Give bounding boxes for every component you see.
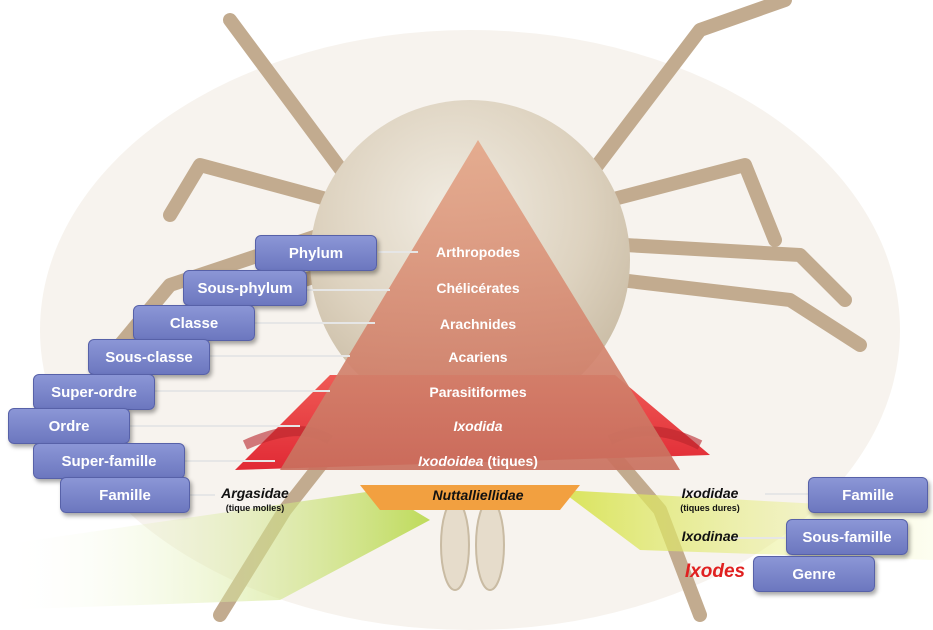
- taxon-arthropodes: Arthropodes: [436, 244, 520, 260]
- rank-sous-famille: Sous-famille: [786, 519, 908, 555]
- ixodidae-note: (tiques dures): [680, 503, 740, 513]
- rank-super-famille: Super-famille: [33, 443, 185, 479]
- taxon-ixodes: Ixodes: [684, 561, 746, 582]
- taxon-nuttalliellidae: Nuttalliellidae: [432, 487, 524, 503]
- rank-sous-phylum: Sous-phylum: [183, 270, 307, 306]
- taxon-ixodidae: Ixodidae: [681, 485, 739, 501]
- rank-classe: Classe: [133, 305, 255, 341]
- tick-mouthparts: [440, 499, 505, 591]
- taxon-chelicerates: Chélicérates: [436, 280, 520, 296]
- rank-famille-left: Famille: [60, 477, 190, 513]
- taxon-ixodoidea-suffix: (tiques): [483, 453, 538, 469]
- rank-genre: Genre: [753, 556, 875, 592]
- connector-lines: [130, 251, 808, 539]
- central-pyramid: [280, 140, 680, 470]
- taxon-acariens: Acariens: [448, 349, 508, 365]
- taxon-parasitiformes: Parasitiformes: [429, 384, 527, 400]
- rank-famille-right: Famille: [808, 477, 928, 513]
- rank-sous-classe: Sous-classe: [88, 339, 210, 375]
- taxon-ixodoidea-name: Ixodoidea: [418, 453, 484, 469]
- taxon-ixodoidea: Ixodoidea (tiques): [398, 453, 558, 469]
- argasidae-note: (tique molles): [225, 503, 285, 513]
- taxon-ixodinae: Ixodinae: [681, 528, 739, 544]
- nuttalliellidae-band: [360, 485, 580, 510]
- rank-ordre: Ordre: [8, 408, 130, 444]
- taxon-arachnides: Arachnides: [439, 316, 517, 332]
- argasidae-band: [0, 490, 430, 610]
- rank-super-ordre: Super-ordre: [33, 374, 155, 410]
- taxon-ixodida: Ixodida: [453, 418, 503, 434]
- rank-phylum: Phylum: [255, 235, 377, 271]
- taxon-argasidae: Argasidae: [221, 485, 289, 501]
